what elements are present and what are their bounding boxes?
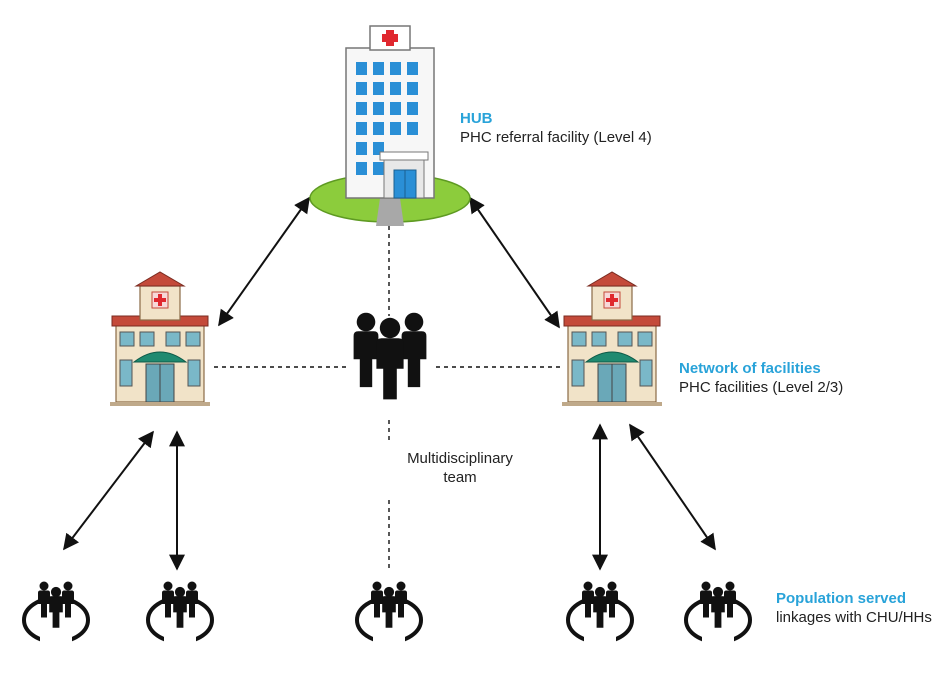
right-clinic-population-5-arrow xyxy=(629,423,716,551)
team-people-icon xyxy=(353,312,427,400)
population-title: Population served xyxy=(776,590,907,607)
right-clinic-icon xyxy=(561,271,663,407)
network-title: Network of facilities xyxy=(679,360,821,377)
population-group-4-icon xyxy=(568,582,632,649)
population-group-1-icon xyxy=(24,582,88,649)
hub-subtitle: PHC referral facility (Level 4) xyxy=(460,128,652,146)
hub-label: HUB PHC referral facility (Level 4) xyxy=(460,110,652,148)
hospital-icon xyxy=(309,25,471,226)
left-clinic-population-1-arrow xyxy=(63,430,154,551)
network-label: Network of facilities PHC facilities (Le… xyxy=(679,360,843,398)
network-subtitle: PHC facilities (Level 2/3) xyxy=(679,378,844,396)
team-label: Multidisciplinary team xyxy=(394,450,526,488)
population-subtitle: linkages with CHU/HHs xyxy=(776,608,932,626)
population-group-5-icon xyxy=(686,582,750,649)
population-group-2-icon xyxy=(148,582,212,649)
team-label-line1: Multidisciplinary xyxy=(407,450,513,467)
team-label-line2: team xyxy=(443,468,477,486)
left-clinic-icon xyxy=(109,271,211,407)
population-group-3-icon xyxy=(357,582,421,649)
hub-left-clinic-arrow xyxy=(218,196,310,327)
population-label: Population served linkages with CHU/HHs xyxy=(776,590,932,628)
dashed-links xyxy=(214,226,560,570)
arrows xyxy=(63,196,716,571)
hub-title: HUB xyxy=(460,110,493,127)
hub-right-clinic-arrow xyxy=(469,196,560,329)
